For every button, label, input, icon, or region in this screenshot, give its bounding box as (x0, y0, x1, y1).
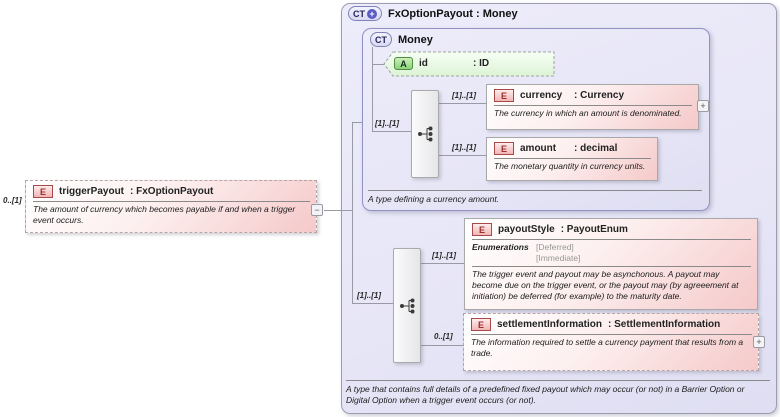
payout-style-cardinality: [1]..[1] (432, 251, 456, 260)
connector-to-trigger (324, 210, 353, 211)
sequence-icon (417, 126, 432, 142)
payout-style-name: payoutStyle (498, 224, 555, 235)
currency-element[interactable]: E currency : Currency The currency in wh… (486, 84, 699, 130)
settlement-information-type: : SettlementInformation (608, 319, 721, 330)
amount-annotation: The monetary quantity in currency units. (494, 161, 646, 171)
payout-style-element[interactable]: E payoutStyle : PayoutEnum Enumerations … (464, 218, 758, 310)
currency-type: : Currency (574, 90, 625, 101)
sequence-compositor-extension[interactable] (393, 248, 421, 363)
trigger-cardinality: 0..[1] (3, 196, 22, 205)
extension-sequence-cardinality: [1]..[1] (357, 291, 381, 300)
connector-trunk-outer (352, 122, 353, 304)
currency-name: currency (520, 90, 563, 101)
money-sequence-cardinality: [1]..[1] (375, 119, 399, 128)
connector-to-id (372, 64, 385, 65)
settlement-expand-icon[interactable]: + (753, 336, 765, 348)
enumerations-label: Enumerations (472, 242, 529, 252)
money-annotation: A type defining a currency amount. (368, 190, 702, 205)
amount-cardinality: [1]..[1] (452, 143, 476, 152)
fx-option-payout-annotation: A type that contains full details of a p… (346, 380, 770, 406)
enumeration-value: [Immediate] (536, 252, 581, 263)
fx-option-payout-title: FxOptionPayout : Money (388, 7, 518, 20)
fx-option-payout-header: CT+ FxOptionPayout : Money (348, 6, 518, 21)
attribute-icon: A (394, 57, 413, 70)
trigger-payout-name: triggerPayout (59, 186, 125, 197)
connector-to-currency (439, 103, 487, 104)
amount-name: amount (520, 143, 557, 154)
connector-to-settlement (421, 345, 464, 346)
payout-style-annotation: The trigger event and payout may be asyn… (472, 269, 739, 302)
trigger-collapse-icon[interactable]: − (311, 204, 323, 216)
divider (472, 266, 751, 268)
id-attribute: A id : ID (394, 57, 489, 70)
connector-to-sequence1 (372, 131, 412, 132)
element-icon: E (494, 142, 514, 155)
divider (494, 158, 651, 159)
id-attribute-name: id (419, 58, 428, 69)
trigger-payout-annotation: The amount of currency which becomes pay… (33, 204, 296, 226)
id-attribute-shape[interactable] (383, 51, 556, 78)
complex-type-icon: CT (370, 32, 392, 47)
connector-to-money (352, 122, 363, 123)
connector-to-payout-style (421, 263, 465, 264)
settlement-information-annotation: The information required to settle a cur… (471, 337, 744, 359)
sequence-compositor-money[interactable] (411, 90, 439, 178)
sequence-icon (399, 298, 414, 313)
trigger-payout-type: : FxOptionPayout (130, 186, 214, 197)
connector-to-amount (439, 155, 487, 156)
connector-trunk-money (372, 47, 373, 132)
currency-annotation: The currency in which an amount is denom… (494, 108, 682, 118)
enumeration-value: [Deferred] (536, 242, 574, 252)
divider (471, 334, 752, 335)
money-title: Money (398, 33, 433, 46)
divider (472, 239, 751, 240)
element-icon: E (472, 223, 492, 236)
payout-style-type: : PayoutEnum (560, 224, 628, 235)
element-icon: E (33, 185, 53, 198)
enumerations-row: Enumerations [Deferred] [Immediate] (472, 242, 751, 263)
divider (494, 105, 692, 106)
amount-element[interactable]: E amount : decimal The monetary quantity… (486, 137, 658, 181)
currency-cardinality: [1]..[1] (452, 91, 476, 100)
derived-plus-icon: + (367, 8, 377, 19)
settlement-cardinality: 0..[1] (434, 332, 453, 341)
connector-to-sequence2 (352, 303, 394, 304)
divider (33, 201, 310, 202)
money-header: CT Money (370, 32, 433, 47)
trigger-payout-element[interactable]: E triggerPayout : FxOptionPayout The amo… (25, 180, 317, 233)
amount-type: : decimal (574, 143, 618, 154)
element-icon: E (471, 318, 491, 331)
settlement-information-name: settlementInformation (497, 319, 603, 330)
enumeration-values: [Deferred] [Immediate] (536, 242, 580, 263)
settlement-information-element[interactable]: E settlementInformation : SettlementInfo… (463, 313, 759, 371)
currency-expand-icon[interactable]: + (697, 100, 709, 112)
complex-type-icon: CT+ (348, 6, 382, 21)
element-icon: E (494, 89, 514, 102)
id-attribute-type: : ID (473, 58, 490, 69)
